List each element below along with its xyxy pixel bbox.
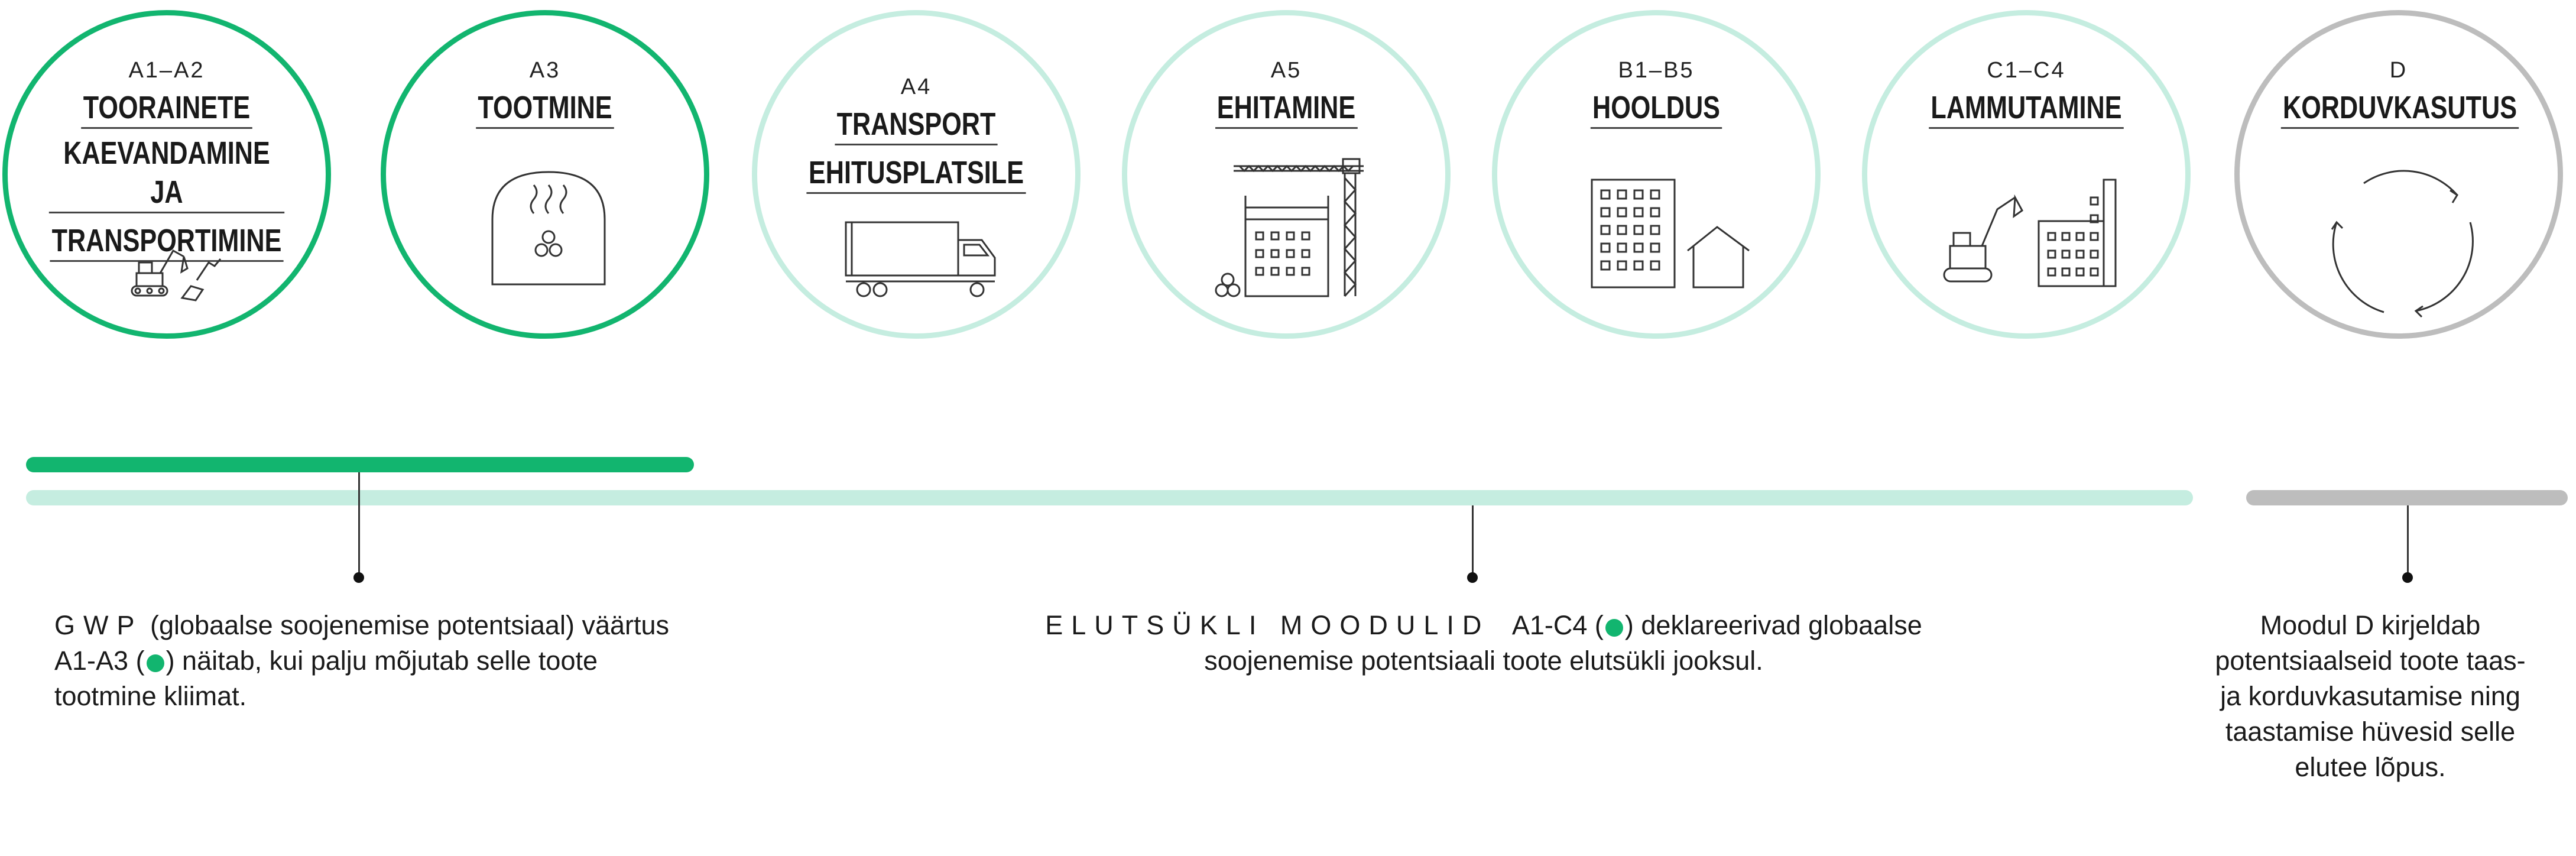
note-text: ja korduvkasutamise ning [2220,681,2520,711]
note-text: tootmine kliimat. [54,681,247,711]
stage-code: A4 [900,74,932,99]
stage-a5-circle: A5 EHITAMINE [1122,10,1451,339]
stage-title-line: HOOLDUS [1590,88,1722,129]
truck-icon [845,221,996,297]
note-right: Moodul D kirjeldab potentsiaalseid toote… [2187,608,2554,785]
stage-title: TOORAINETE KAEVANDAMINE JA TRANSPORTIMIN… [48,85,285,267]
connector-dot-left [353,572,364,583]
excavator-icon [131,249,222,301]
recycle-icon [2331,170,2474,318]
note-text: A1-A3 ( [54,646,145,676]
stage-title: KORDUVKASUTUS [2280,85,2519,134]
stage-code: C1–C4 [1987,58,2066,83]
note-text: A1-C4 ( [1511,610,1604,640]
stage-title-line: EHITAMINE [1215,88,1358,129]
green-dot-icon [146,654,164,672]
note-text: (globaalse soojenemise potentsiaal) väär… [142,610,670,640]
stage-code: B1–B5 [1618,58,1695,83]
stage-code: A1–A2 [128,58,205,83]
stage-a3-circle: A3 TOOTMINE [381,10,709,339]
connector-dot-right [2402,572,2413,583]
stage-code: A3 [529,58,561,83]
stage-code: D [2389,58,2408,83]
stage-title-line: LAMMUTAMINE [1929,88,2124,129]
building-house-icon [1591,179,1750,288]
note-text: elutee lõpus. [2295,752,2446,782]
stage-title-line: TOORAINETE [81,88,252,129]
stage-c1-c4-circle: C1–C4 LAMMUTAMINE [1862,10,2191,339]
stage-title-line: KORDUVKASUTUS [2280,88,2519,129]
connector-line-right [2407,505,2409,576]
stage-title-line: KAEVANDAMINE JA [48,134,285,213]
crane-building-icon [1215,158,1364,297]
gwp-label: GWP [54,610,143,640]
green-dot-icon [1605,619,1623,637]
note-text: potentsiaalseid toote taas- [2215,646,2526,676]
stage-title-line: TRANSPORT [835,105,998,145]
stage-title: LAMMUTAMINE [1909,85,2144,134]
gwp-a1-a3-bar [26,457,694,472]
modules-label: ELUTSÜKLI MOODULID [1045,610,1490,640]
note-text: ) näitab, kui palju mõjutab selle toote [166,646,598,676]
stage-title-line: TOOTMINE [476,88,614,129]
stage-title-line: EHITUSPLATSILE [806,153,1026,194]
connector-dot-center [1467,572,1478,583]
note-text: soojenemise potentsiaali toote elutsükli… [1204,646,1763,676]
connector-line-left [358,472,360,576]
note-text: taastamise hüvesid selle [2225,716,2516,747]
demolition-icon [1943,179,2117,287]
note-left: GWP (globaalse soojenemise potentsiaal) … [54,608,764,714]
stage-d-circle: D KORDUVKASUTUS [2234,10,2563,339]
stage-title: TOOTMINE [427,85,663,134]
stage-b1-b5-circle: B1–B5 HOOLDUS [1492,10,1821,339]
note-center: ELUTSÜKLI MOODULID A1-C4 ( ) deklareeriva… [1005,608,1962,679]
stage-a4-circle: A4 TRANSPORT EHITUSPLATSILE [752,10,1081,339]
stage-title: HOOLDUS [1539,85,1774,134]
lifecycle-a1-c4-bar [26,490,2193,505]
note-text: Moodul D kirjeldab [2260,610,2481,640]
stage-code: A5 [1270,58,1302,83]
stage-title: TRANSPORT EHITUSPLATSILE [799,102,1034,199]
note-text: ) deklareerivad globaalse [1624,610,1922,640]
stage-title: EHITAMINE [1169,85,1404,134]
kiln-icon [491,171,606,286]
connector-line-center [1472,505,1474,576]
stage-a1-a2-circle: A1–A2 TOORAINETE KAEVANDAMINE JA TRANSPO… [2,10,331,339]
module-d-bar [2246,490,2568,505]
